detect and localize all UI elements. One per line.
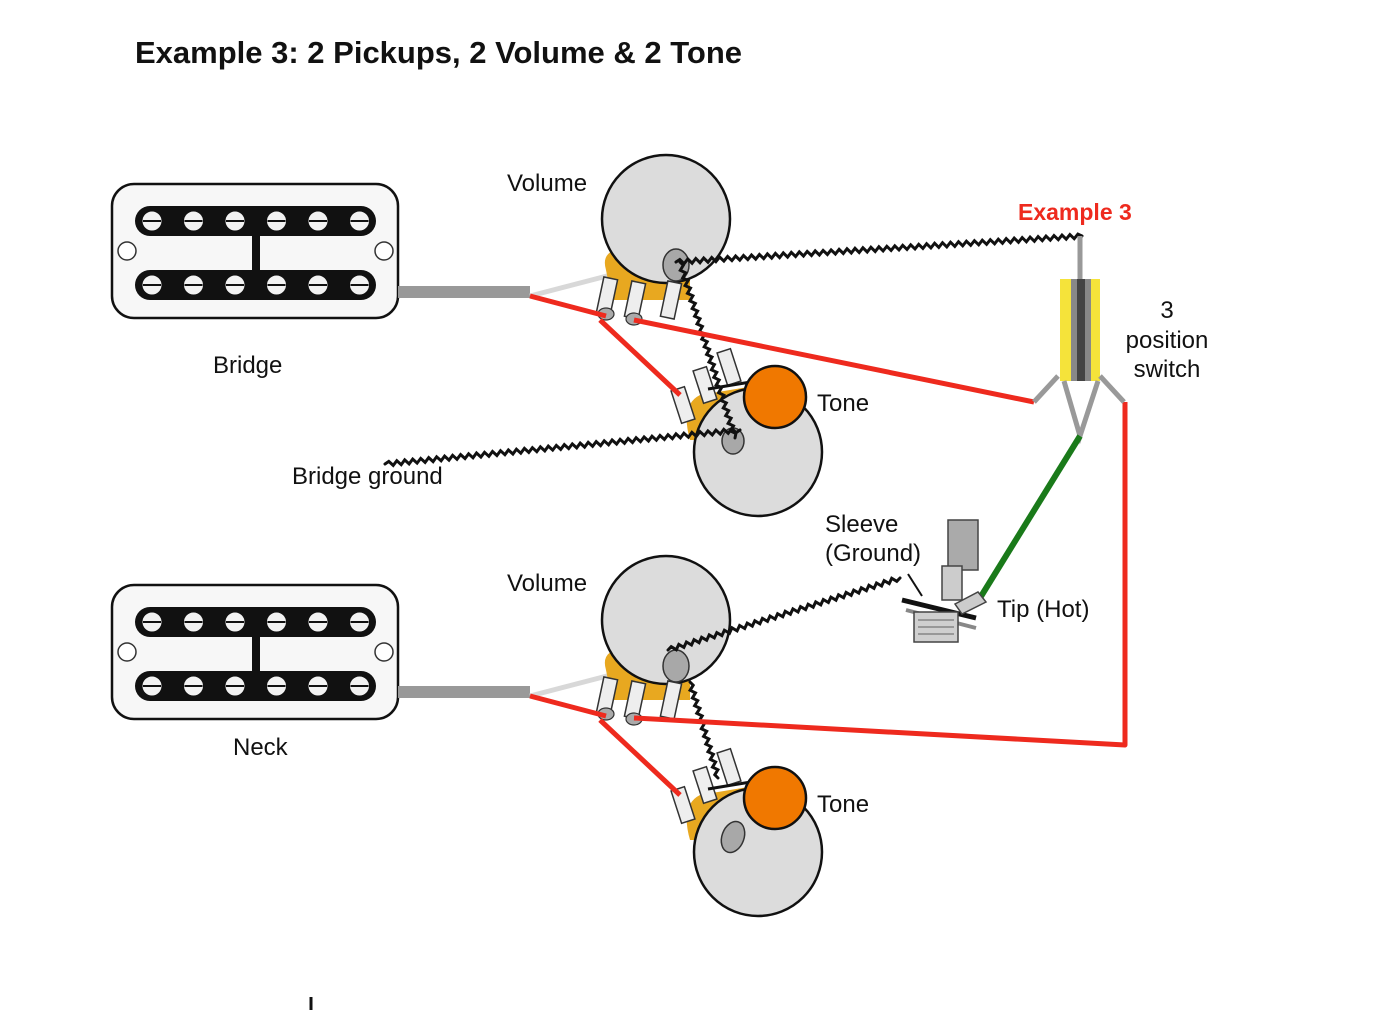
example-callout: Example 3 xyxy=(1018,199,1132,225)
bridge-pickup-icon xyxy=(110,182,400,320)
switch-to-jack-tip-wire xyxy=(977,434,1083,600)
neck-tone-pot-icon xyxy=(670,747,824,918)
neck-tone-label: Tone xyxy=(817,791,869,818)
neck-volume-to-switch-red-wire xyxy=(633,402,1128,748)
jack-sleeve-label-line2: (Ground) xyxy=(825,540,921,567)
neck-volume-to-tone-red-wire xyxy=(598,718,682,797)
bridge-volume-to-tone-ground-wire xyxy=(678,260,738,440)
jack-tip-label: Tip (Hot) xyxy=(997,596,1089,623)
bridge-volume-pot-icon xyxy=(595,153,732,326)
neck-volume-to-tone-ground-wire xyxy=(687,680,721,780)
bridge-volume-to-switch-wire xyxy=(674,232,1084,266)
bridge-volume-to-tone-red-wire xyxy=(598,318,682,397)
switch-label-line3: switch xyxy=(1134,356,1201,383)
neck-volume-pot-icon xyxy=(595,554,732,726)
switch-label-line1: 3 xyxy=(1160,297,1173,324)
output-jack-icon xyxy=(901,519,988,643)
bridge-tone-capacitor-icon xyxy=(742,364,808,430)
diagram-title: Example 3: 2 Pickups, 2 Volume & 2 Tone xyxy=(135,35,742,70)
bridge-label: Bridge xyxy=(213,352,282,379)
bridge-volume-to-switch-red-wire xyxy=(633,317,1035,405)
bridge-tone-label: Tone xyxy=(817,390,869,417)
bridge-ground-wire xyxy=(383,426,742,468)
jack-sleeve-label-line1: Sleeve xyxy=(825,511,898,538)
bridge-ground-label: Bridge ground xyxy=(292,463,443,490)
bridge-volume-label: Volume xyxy=(507,170,587,197)
neck-lead-to-volume-red-wire xyxy=(529,693,607,719)
switch-label-line2: position xyxy=(1126,327,1209,354)
bridge-lead-to-volume-red-wire xyxy=(529,293,607,319)
bridge-pickup-lead xyxy=(398,286,530,298)
neck-label: Neck xyxy=(233,734,289,761)
neck-tone-capacitor-icon xyxy=(742,765,808,831)
neck-pickup-icon xyxy=(110,583,400,721)
toggle-switch-icon xyxy=(1032,236,1126,445)
neck-pickup-lead xyxy=(398,686,530,698)
neck-volume-to-jack-sleeve-wire xyxy=(666,576,902,652)
neck-volume-label: Volume xyxy=(507,570,587,597)
